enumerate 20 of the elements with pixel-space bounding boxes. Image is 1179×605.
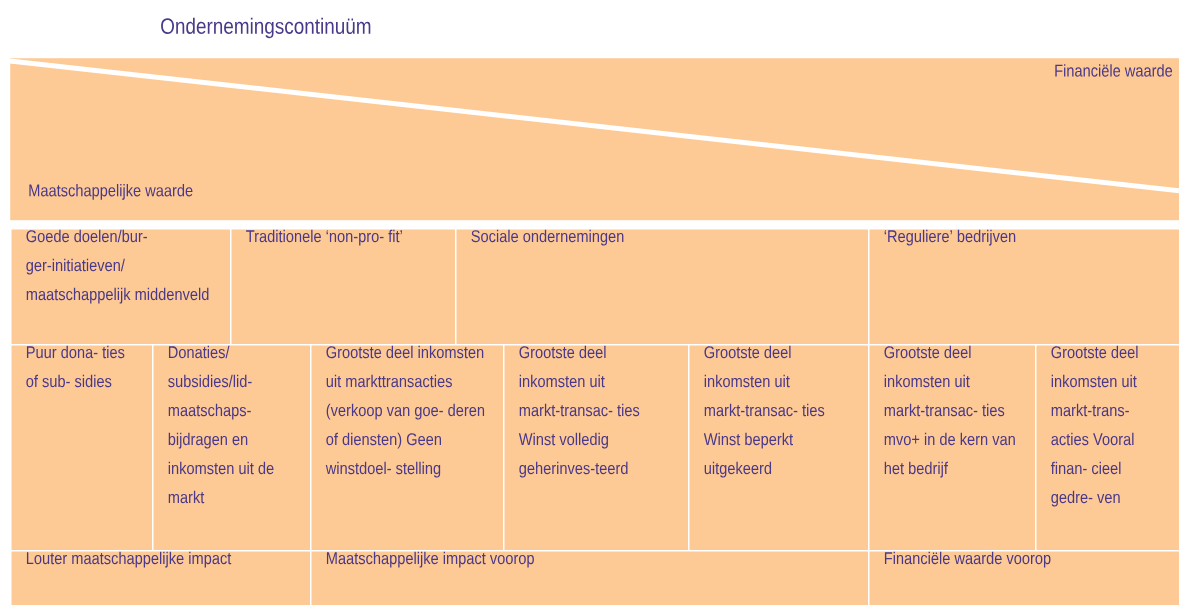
table-cell: ‘Reguliere’ bedrijven xyxy=(868,228,1179,346)
table-cell: Grootste deel inkomsten uit markt-trans- acties Vooral finan- cieel gedre- ven xyxy=(1035,344,1179,552)
table-cell: Grootste deel inkomsten uit markt-transac- ties Winst beperkt uitgekeerd xyxy=(688,344,870,552)
table-cell: Grootste deel inkomsten uit markttransacties (verkoop van goe- deren of diensten) Geen winstdoel- stelling xyxy=(310,344,505,552)
table-cell: Grootste deel inkomsten uit markt-transac- ties Winst volledig geherinves-teerd xyxy=(503,344,690,552)
table-cell: Maatschappelijke impact voorop xyxy=(310,550,870,605)
node-label: ‘Reguliere’ bedrijven xyxy=(884,229,1016,246)
band-label: Maatschappelijke waarde xyxy=(29,183,193,200)
band-label: Financiële waarde xyxy=(1055,64,1173,77)
value-band xyxy=(9,58,1179,221)
node-label: Maatschappelijke impact voorop xyxy=(326,551,534,568)
node-label: Grootste deel inkomsten uit markt-trans- acties Vooral finan- cieel gedre- ven xyxy=(1050,345,1138,507)
node-label: Louter maatschappelijke impact xyxy=(26,551,232,568)
table-cell: Puur dona- ties of sub- sidies xyxy=(10,344,154,552)
table-cell: Financiële waarde voorop xyxy=(868,550,1179,605)
table-cell: Louter maatschappelijke impact xyxy=(10,550,312,605)
title: Ondernemingscontinuüm xyxy=(161,17,371,39)
table-cell: Traditionele ‘non-pro- fit’ xyxy=(230,228,457,346)
table-cell: Goede doelen/bur- ger-initiatieven/ maatschappelijk middenveld xyxy=(10,228,232,346)
table-cell: Sociale ondernemingen xyxy=(455,228,870,346)
